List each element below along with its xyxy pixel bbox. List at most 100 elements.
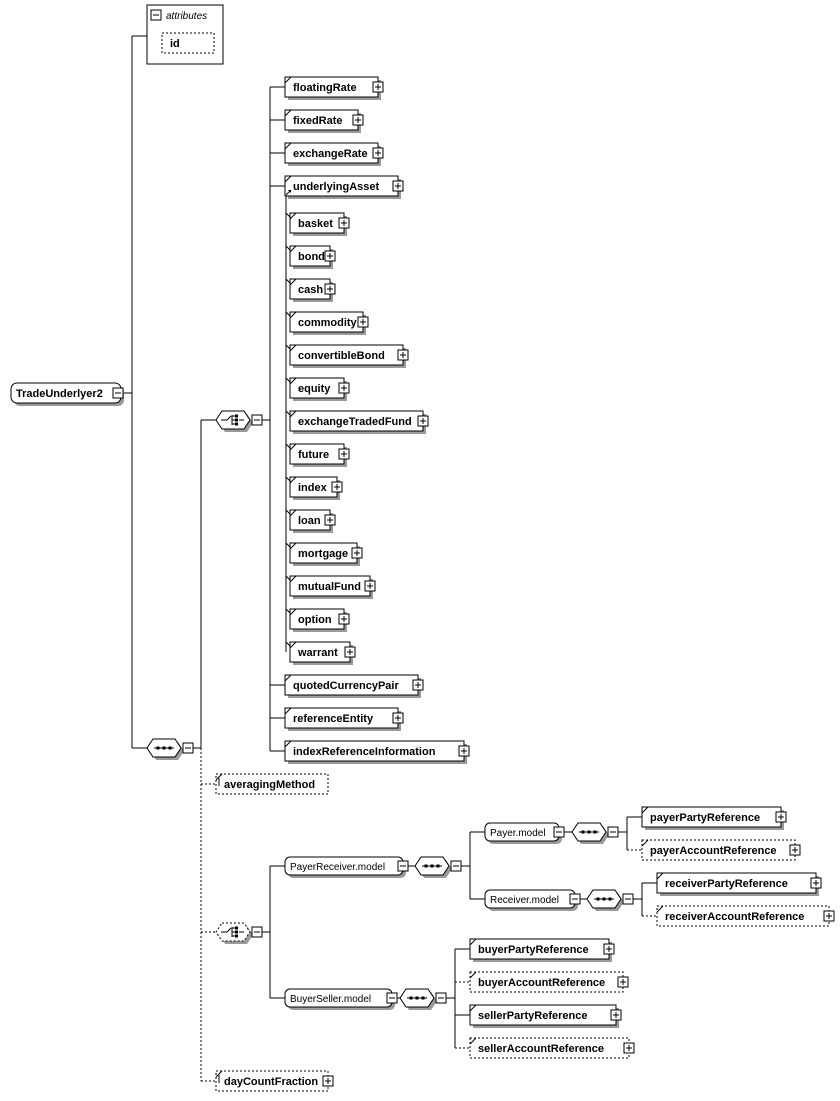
- expand-icon[interactable]: [789, 844, 801, 856]
- collapse-icon[interactable]: [386, 992, 398, 1004]
- element-loan[interactable]: loan: [289, 509, 333, 533]
- expand-icon[interactable]: [372, 81, 384, 93]
- element-label: payerAccountReference: [650, 845, 777, 857]
- expand-icon[interactable]: [338, 382, 350, 394]
- expand-icon[interactable]: [775, 811, 787, 823]
- collapse-icon[interactable]: [251, 414, 263, 426]
- expand-icon[interactable]: [603, 943, 615, 955]
- element-label: indexReferenceInformation: [293, 746, 436, 758]
- element-commodity[interactable]: commodity: [289, 311, 366, 335]
- choice-icon[interactable]: [215, 922, 253, 944]
- expand-icon[interactable]: [324, 283, 336, 295]
- element-label: mutualFund: [298, 581, 361, 593]
- element-reference-entity[interactable]: referenceEntity: [284, 707, 401, 731]
- expand-icon[interactable]: [324, 514, 336, 526]
- element-buyer-party-reference[interactable]: buyerPartyReference: [469, 938, 612, 962]
- element-label: receiverAccountReference: [665, 911, 804, 923]
- expand-icon[interactable]: [351, 547, 363, 559]
- element-exchange-rate[interactable]: exchangeRate: [284, 142, 381, 166]
- expand-icon[interactable]: [338, 217, 350, 229]
- collapse-icon[interactable]: [150, 9, 162, 21]
- element-index[interactable]: index: [289, 476, 340, 500]
- group-payer-model[interactable]: Payer.model: [484, 822, 562, 844]
- sequence-icon[interactable]: [571, 822, 609, 844]
- element-basket[interactable]: basket: [289, 212, 347, 236]
- expand-icon[interactable]: [610, 1009, 622, 1021]
- expand-icon[interactable]: [344, 646, 356, 658]
- element-seller-party-reference[interactable]: sellerPartyReference: [469, 1004, 619, 1028]
- expand-icon[interactable]: [810, 877, 822, 889]
- element-underlying-asset[interactable]: underlyingAsset: [284, 175, 401, 199]
- element-label: quotedCurrencyPair: [293, 680, 399, 692]
- element-equity[interactable]: equity: [289, 377, 347, 401]
- element-fixed-rate[interactable]: fixedRate: [284, 109, 361, 133]
- expand-icon[interactable]: [617, 976, 629, 988]
- attribute-id[interactable]: id: [161, 32, 215, 54]
- expand-icon[interactable]: [458, 745, 470, 757]
- collapse-icon[interactable]: [553, 826, 565, 838]
- collapse-icon[interactable]: [622, 893, 634, 905]
- attributes-panel: attributes id: [146, 4, 224, 65]
- element-label: option: [298, 614, 332, 626]
- group-label: PayerReceiver.model: [290, 862, 385, 873]
- element-mutual-fund[interactable]: mutualFund: [289, 575, 373, 599]
- collapse-icon[interactable]: [397, 860, 409, 872]
- group-receiver-model[interactable]: Receiver.model: [484, 889, 578, 911]
- element-exchange-traded-fund[interactable]: exchangeTradedFund: [289, 410, 426, 434]
- expand-icon[interactable]: [412, 679, 424, 691]
- sequence-icon[interactable]: [399, 988, 437, 1010]
- expand-icon[interactable]: [623, 1042, 635, 1054]
- expand-icon[interactable]: [392, 712, 404, 724]
- element-cash[interactable]: cash: [289, 278, 333, 302]
- element-day-count-fraction[interactable]: dayCountFraction: [215, 1070, 329, 1092]
- element-bond[interactable]: bond: [289, 245, 333, 269]
- choice-icon[interactable]: [215, 410, 253, 432]
- element-convertible-bond[interactable]: convertibleBond: [289, 344, 406, 368]
- group-payer-receiver-model[interactable]: PayerReceiver.model: [284, 856, 406, 878]
- group-buyer-seller-model[interactable]: BuyerSeller.model: [284, 988, 395, 1010]
- collapse-icon[interactable]: [251, 926, 263, 938]
- root-element[interactable]: TradeUnderlyer2: [10, 382, 124, 406]
- expand-icon[interactable]: [372, 147, 384, 159]
- sequence-icon[interactable]: [586, 889, 624, 911]
- element-buyer-account-reference[interactable]: buyerAccountReference: [469, 971, 624, 993]
- expand-icon[interactable]: [331, 481, 343, 493]
- collapse-icon[interactable]: [569, 893, 581, 905]
- element-label: sellerPartyReference: [478, 1010, 587, 1022]
- expand-icon[interactable]: [392, 180, 404, 192]
- collapse-icon[interactable]: [450, 860, 462, 872]
- element-label: loan: [298, 515, 321, 527]
- element-payer-party-reference[interactable]: payerPartyReference: [641, 806, 784, 830]
- expand-icon[interactable]: [417, 415, 429, 427]
- expand-icon[interactable]: [322, 1075, 334, 1087]
- element-future[interactable]: future: [289, 443, 347, 467]
- element-warrant[interactable]: warrant: [289, 641, 353, 665]
- expand-icon[interactable]: [338, 448, 350, 460]
- element-quoted-currency-pair[interactable]: quotedCurrencyPair: [284, 674, 421, 698]
- sequence-icon[interactable]: [414, 856, 452, 878]
- element-averaging-method[interactable]: averagingMethod: [215, 773, 329, 795]
- expand-icon[interactable]: [324, 250, 336, 262]
- element-option[interactable]: option: [289, 608, 347, 632]
- collapse-icon[interactable]: [435, 992, 447, 1004]
- collapse-icon[interactable]: [607, 826, 619, 838]
- expand-icon[interactable]: [364, 580, 376, 592]
- element-label: convertibleBond: [298, 350, 385, 362]
- collapse-icon[interactable]: [112, 387, 124, 399]
- element-label: floatingRate: [293, 82, 357, 94]
- expand-icon[interactable]: [357, 316, 369, 328]
- sequence-icon[interactable]: [146, 738, 184, 760]
- expand-icon[interactable]: [823, 910, 835, 922]
- element-payer-account-reference[interactable]: payerAccountReference: [641, 839, 796, 861]
- element-receiver-party-reference[interactable]: receiverPartyReference: [656, 872, 819, 896]
- element-floating-rate[interactable]: floatingRate: [284, 76, 381, 100]
- element-mortgage[interactable]: mortgage: [289, 542, 360, 566]
- element-receiver-account-reference[interactable]: receiverAccountReference: [656, 905, 830, 927]
- expand-icon[interactable]: [338, 613, 350, 625]
- collapse-icon[interactable]: [182, 742, 194, 754]
- attributes-title: attributes: [166, 11, 207, 22]
- expand-icon[interactable]: [352, 114, 364, 126]
- element-seller-account-reference[interactable]: sellerAccountReference: [469, 1037, 630, 1059]
- element-index-reference-information[interactable]: indexReferenceInformation: [284, 740, 467, 764]
- expand-icon[interactable]: [397, 349, 409, 361]
